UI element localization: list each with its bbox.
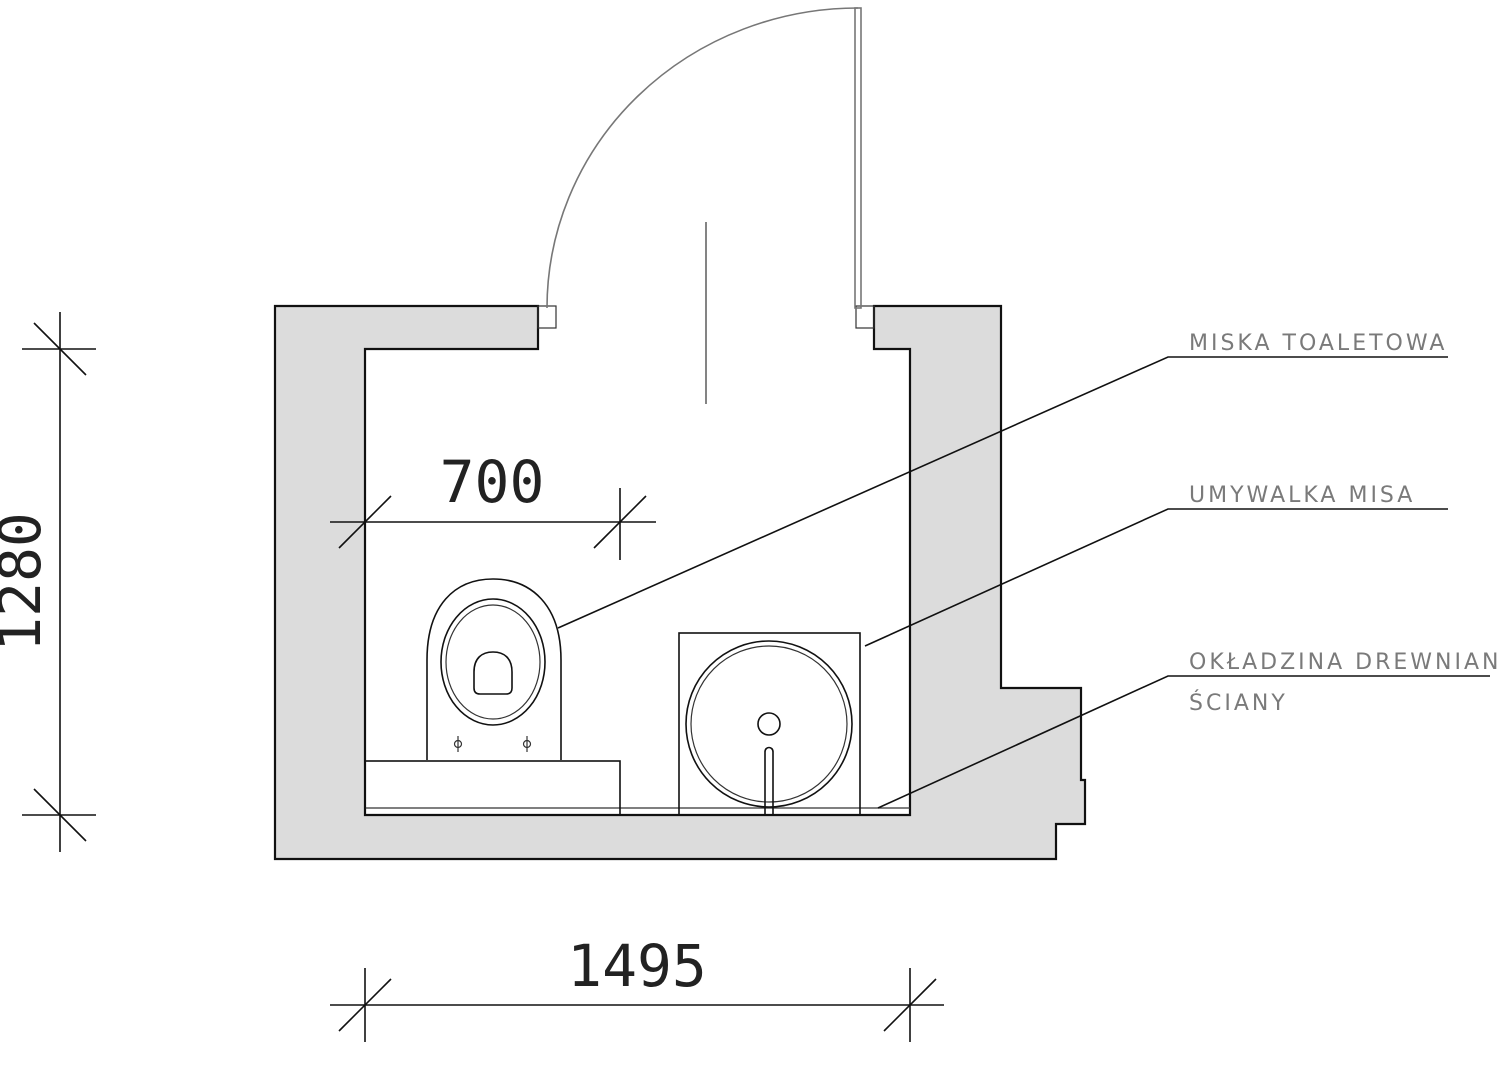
- toilet: [364, 578, 621, 816]
- label-cladding-line1: OKŁADZINA DREWNIANA: [1189, 650, 1500, 675]
- leader-toilet: [557, 356, 1448, 629]
- label-toilet: MISKA TOALETOWA: [1189, 331, 1447, 356]
- door-leaf: [854, 7, 862, 309]
- toilet-bowl-opening: [473, 651, 513, 695]
- toilet-seat-outer: [440, 598, 546, 726]
- basin-tap-icon: [764, 746, 774, 815]
- basin-bowl-outer: [685, 640, 853, 808]
- dim-clearance-label: 700: [440, 448, 545, 516]
- door: [546, 7, 862, 309]
- toilet-seat-inner: [445, 604, 541, 720]
- basin-bowl-inner: [690, 645, 848, 803]
- door-jamb-right: [855, 305, 875, 329]
- dimension-width: 1495: [330, 932, 944, 1042]
- dim-clearance-tick-right: [593, 495, 647, 549]
- dim-height-label: 1280: [0, 512, 54, 652]
- basin: [678, 632, 861, 816]
- door-jamb-left: [537, 305, 557, 329]
- toilet-body: [426, 578, 562, 760]
- toilet-fixing-left: [453, 736, 463, 752]
- dim-clearance-tick-left: [338, 495, 392, 549]
- dim-width-tick-right: [883, 978, 937, 1032]
- dimension-clearance: 700: [330, 448, 656, 560]
- label-cladding-line2: ŚCIANY: [1189, 690, 1288, 716]
- dim-height-tick-bottom: [33, 788, 87, 842]
- dim-width-label: 1495: [567, 932, 707, 1000]
- leader-basin: [864, 508, 1448, 647]
- toilet-installation-frame: [364, 760, 621, 816]
- door-swing-arc: [546, 7, 859, 309]
- toilet-fixing-right: [522, 736, 532, 752]
- basin-drain-icon: [757, 712, 781, 736]
- dim-width-tick-left: [338, 978, 392, 1032]
- leader-cladding: [877, 675, 1490, 809]
- dim-height-tick-top: [33, 322, 87, 376]
- basin-cabinet: [678, 632, 861, 816]
- wall-outline: [273, 304, 1087, 861]
- dimension-height: 1280: [0, 312, 96, 852]
- label-basin: UMYWALKA MISA: [1189, 483, 1415, 508]
